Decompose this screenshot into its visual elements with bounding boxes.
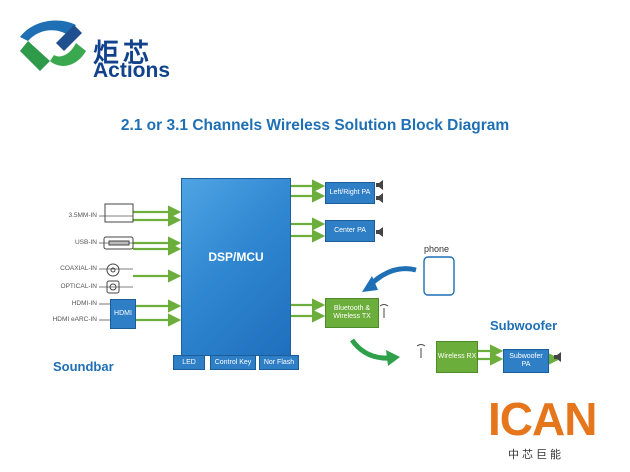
hdmi-block: HDMI [110,299,136,329]
bluetooth-wireless-tx-block: Bluetooth & Wireless TX [325,298,379,328]
led-block: LED [173,355,205,370]
left-right-pa-block: Left/Right PA [325,182,375,204]
input-optical-label: OPTICAL-IN [60,283,97,290]
subwoofer-pa-block: Subwoofer PA [503,349,549,373]
subwoofer-label: Subwoofer [490,318,558,333]
input-hdmi-label: HDMI-IN [71,300,97,307]
input-coaxial-label: COAXIAL-IN [60,265,97,272]
nor-flash-block: Nor Flash [259,355,299,370]
actions-logo-mark [20,20,86,71]
ican-cn-text: 中芯巨能 [508,448,564,461]
soundbar-label: Soundbar [53,359,114,374]
ican-watermark: ICAN [488,393,597,445]
dsp-mcu-label: DSP/MCU [208,250,264,264]
control-key-block: Control Key [210,355,256,370]
wireless-rx-block: Wireless RX [436,341,478,373]
logo-cn-text: 炬芯 [93,39,154,69]
input-35mm-label: 3.5MM-IN [68,212,97,219]
logo-en-text: Actions [93,59,171,82]
input-hdmi-earc-label: HDMI eARC-IN [52,316,97,323]
diagram-title: 2.1 or 3.1 Channels Wireless Solution Bl… [120,117,510,134]
input-usb-label: USB-IN [74,239,97,246]
dsp-mcu-block [181,178,291,356]
center-pa-block: Center PA [325,220,375,242]
phone-label: phone [424,244,450,254]
